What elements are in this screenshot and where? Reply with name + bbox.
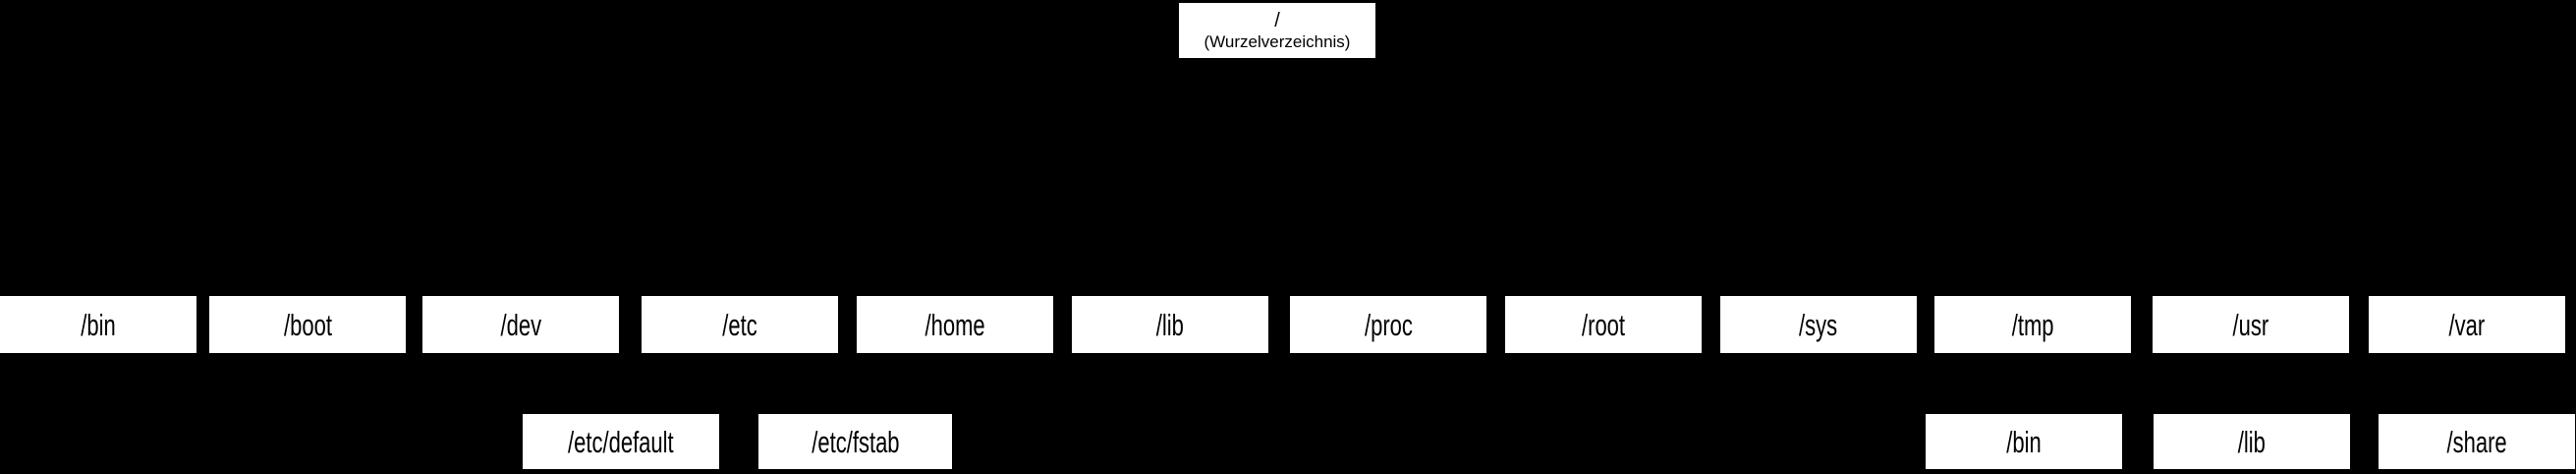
node-usr: /usr [2153,296,2349,353]
node-sys: /sys [1720,296,1917,353]
node-dev-label: /dev [500,307,541,342]
node-root-dir-label: /root [1581,307,1626,342]
node-sub-share-label: /share [2446,424,2507,459]
node-etc-default: /etc/default [523,414,719,469]
node-tmp-label: /tmp [2011,307,2054,342]
node-bin-label: /bin [81,307,116,342]
node-home-label: /home [924,307,985,342]
node-etc-fstab: /etc/fstab [758,414,952,469]
node-dev: /dev [422,296,619,353]
node-boot: /boot [209,296,406,353]
node-lib: /lib [1072,296,1268,353]
root-label: / [1274,10,1280,31]
node-sub-lib-label: /lib [2237,424,2267,459]
node-var-label: /var [2448,307,2486,342]
node-sub-lib: /lib [2154,414,2350,469]
node-proc-label: /proc [1364,307,1413,342]
node-home: /home [857,296,1053,353]
node-usr-label: /usr [2232,307,2269,342]
node-bin: /bin [0,296,196,353]
node-root-dir: /root [1505,296,1702,353]
node-lib-label: /lib [1155,307,1185,342]
node-root: / (Wurzelverzeichnis) [1179,3,1375,58]
node-etc: /etc [642,296,838,353]
node-proc: /proc [1290,296,1486,353]
node-etc-default-label: /etc/default [568,424,674,459]
node-var: /var [2369,296,2565,353]
node-sub-share: /share [2379,414,2575,469]
root-subtitle-label: (Wurzelverzeichnis) [1204,32,1351,51]
node-etc-label: /etc [722,307,757,342]
node-sub-bin-label: /bin [2006,424,2042,459]
node-boot-label: /boot [283,307,332,342]
node-tmp: /tmp [1934,296,2131,353]
node-etc-fstab-label: /etc/fstab [811,424,900,459]
node-sys-label: /sys [1799,307,1838,342]
node-sub-bin: /bin [1926,414,2122,469]
